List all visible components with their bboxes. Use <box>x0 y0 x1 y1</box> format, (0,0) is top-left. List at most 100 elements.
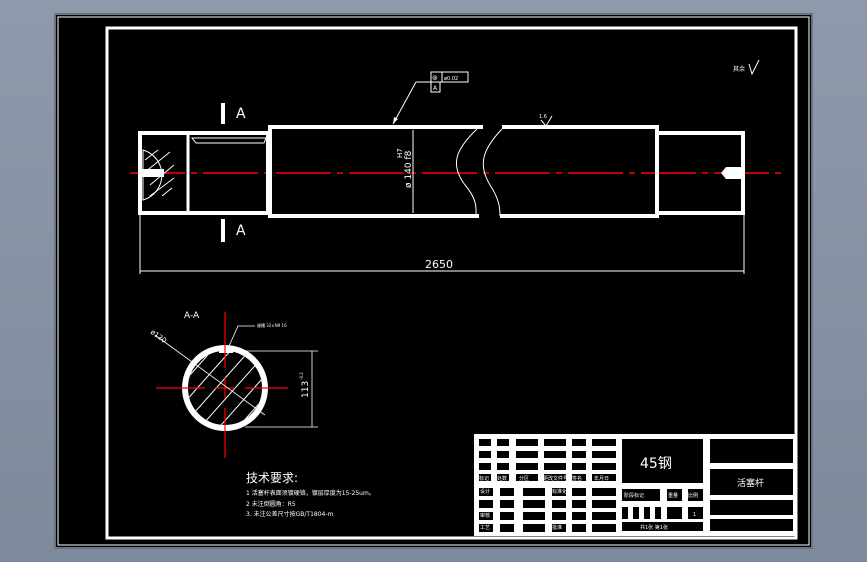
title-block-cell <box>523 524 545 532</box>
svg-text:设计: 设计 <box>480 488 490 495</box>
title-block-cell <box>516 439 538 446</box>
tolerance-frame: ⊚ ø0.02 A <box>392 71 469 125</box>
title-block-cell <box>572 488 586 496</box>
title-block-cell <box>516 451 538 458</box>
title-block-cell <box>479 512 493 520</box>
svg-text:113: 113 <box>301 381 311 398</box>
title-block-cell <box>592 474 616 481</box>
title-block-cell <box>500 524 514 532</box>
title-block-cell <box>572 500 586 508</box>
svg-text:标准化: 标准化 <box>552 488 567 495</box>
material: 45钢 <box>640 456 672 472</box>
title-block-cell <box>497 463 509 470</box>
title-block-cell <box>500 500 514 508</box>
svg-text:⊚: ⊚ <box>432 74 438 82</box>
title-block-cell <box>497 451 509 458</box>
svg-text:重量: 重量 <box>668 492 678 499</box>
title-block-cell <box>572 524 586 532</box>
svg-text:3. 未注公差尺寸按GB/T1804-m: 3. 未注公差尺寸按GB/T1804-m <box>246 510 334 518</box>
title-block-cell <box>572 512 586 520</box>
outer-frame <box>57 16 810 546</box>
svg-text:键槽 32×N9 16: 键槽 32×N9 16 <box>257 322 287 328</box>
title-block-cell <box>497 474 509 481</box>
title-block-cell <box>552 512 566 520</box>
title-block: 45钢 活塞杆 阶段标记 重量 比例 1 共1张 第1张 标记 处数 分区 更改… <box>474 434 797 536</box>
svg-text:更改文件号: 更改文件号 <box>543 475 568 482</box>
section-cut-mark-top <box>221 103 225 124</box>
title-block-cell <box>523 488 545 496</box>
part-name: 活塞杆 <box>737 477 764 489</box>
title-block-cell <box>544 439 566 446</box>
svg-text:年月日: 年月日 <box>594 475 609 482</box>
title-block-cell <box>592 524 616 532</box>
svg-text:-0.2: -0.2 <box>299 372 304 380</box>
roughness-symbol: 1.6 <box>539 114 553 127</box>
title-block-cell <box>500 488 514 496</box>
diameter-fit: H7 <box>396 148 404 158</box>
title-block-cell <box>516 474 538 481</box>
svg-text:A: A <box>433 85 438 92</box>
section-label-top: A <box>236 106 246 122</box>
keyway-top <box>190 137 267 144</box>
end-thread-section <box>142 149 175 201</box>
roughness-default-symbol: 其余 <box>733 59 760 76</box>
title-block-cell <box>552 488 566 496</box>
title-block-cell <box>523 500 545 508</box>
title-block-cell <box>497 439 509 446</box>
svg-text:技术要求:: 技术要求: <box>246 471 298 485</box>
svg-text:比例: 比例 <box>688 492 698 499</box>
title-block-cell <box>552 524 566 532</box>
title-block-cell <box>592 500 616 508</box>
diameter-dimension: ø 140 f8 <box>404 150 414 188</box>
title-block-cell <box>552 500 566 508</box>
svg-text:批准: 批准 <box>552 524 562 531</box>
section-view: A-A ø120 键槽 32×N9 16 113 -0.2 <box>149 311 318 458</box>
svg-text:2 未注倒圆角：R5: 2 未注倒圆角：R5 <box>246 500 296 508</box>
title-block-cell <box>592 488 616 496</box>
title-block-cell <box>572 439 586 446</box>
title-block-cell <box>592 451 616 458</box>
overall-length: 2650 <box>425 258 453 271</box>
inner-frame <box>105 26 798 540</box>
title-block-cell <box>523 512 545 520</box>
length-dimension <box>139 214 745 274</box>
right-center-hole <box>721 167 743 179</box>
svg-text:标记: 标记 <box>479 475 489 482</box>
svg-text:1: 1 <box>693 512 696 518</box>
title-block-cell <box>572 463 586 470</box>
svg-text:阶段标记: 阶段标记 <box>624 492 644 499</box>
title-block-cell <box>572 474 586 481</box>
svg-text:其余: 其余 <box>733 65 745 73</box>
title-block-cell <box>479 488 493 496</box>
svg-text:共1张 第1张: 共1张 第1张 <box>640 524 668 531</box>
title-block-cell <box>479 474 491 481</box>
title-block-cell <box>479 463 491 470</box>
title-block-cell <box>592 439 616 446</box>
title-block-cell <box>544 463 566 470</box>
svg-text:分区: 分区 <box>519 475 529 482</box>
break-lines <box>456 128 503 217</box>
title-block-cell <box>479 451 491 458</box>
svg-text:审核: 审核 <box>480 512 490 519</box>
title-block-cell <box>479 524 493 532</box>
title-block-cell <box>479 500 493 508</box>
title-block-cell <box>544 451 566 458</box>
svg-text:1 活塞杆表面须镀硬铬，镀层厚度为15-25um。: 1 活塞杆表面须镀硬铬，镀层厚度为15-25um。 <box>246 489 375 497</box>
title-block-cell <box>500 512 514 520</box>
svg-text:工艺: 工艺 <box>480 525 490 531</box>
svg-text:A-A: A-A <box>184 311 200 321</box>
svg-text:1.6: 1.6 <box>539 114 547 120</box>
title-block-cell <box>516 463 538 470</box>
technical-requirements: 技术要求: 1 活塞杆表面须镀硬铬，镀层厚度为15-25um。 2 未注倒圆角：… <box>246 471 375 518</box>
title-block-cell <box>592 512 616 520</box>
section-cut-mark-bottom <box>221 219 225 242</box>
title-block-cell <box>592 463 616 470</box>
title-block-cell <box>544 474 566 481</box>
title-block-cell <box>572 451 586 458</box>
svg-text:处数: 处数 <box>497 475 507 482</box>
svg-text:ø0.02: ø0.02 <box>444 76 458 82</box>
title-block-cell <box>479 439 491 446</box>
section-label-bottom: A <box>236 223 246 239</box>
svg-text:签名: 签名 <box>572 475 582 482</box>
